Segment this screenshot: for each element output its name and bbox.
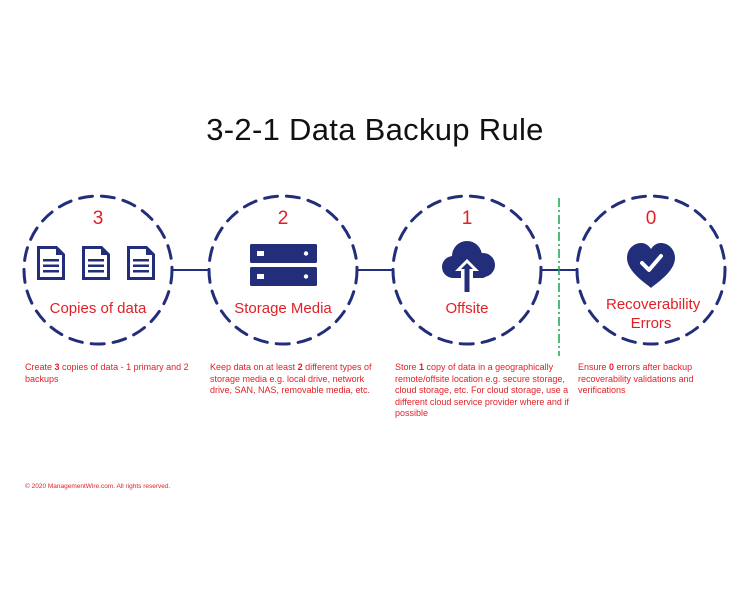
step-label-offsite: Offsite <box>445 300 489 317</box>
step-description-offsite: Store 1 copy of data in a geographically… <box>395 362 569 418</box>
page-title: 3-2-1 Data Backup Rule <box>206 112 544 147</box>
step-number-copies: 3 <box>92 208 104 229</box>
documents-icon <box>37 246 155 280</box>
step-label-errors: Recoverability Errors <box>606 296 701 332</box>
server-icon <box>250 244 317 286</box>
heart-check-icon <box>627 243 675 288</box>
step-label-copies: Copies of data <box>49 300 147 317</box>
step-label-media: Storage Media <box>234 300 332 317</box>
step-number-errors: 0 <box>645 208 657 229</box>
cloud-upload-icon <box>442 241 495 293</box>
step-number-offsite: 1 <box>461 208 473 229</box>
step-description-copies: Create 3 copies of data - 1 primary and … <box>25 362 189 384</box>
step-number-media: 2 <box>277 208 289 229</box>
step-description-errors: Ensure 0 errors after backup recoverabil… <box>578 362 694 395</box>
copyright-footer: © 2020 ManagementWire.com. All rights re… <box>25 483 171 490</box>
step-description-media: Keep data on at least 2 different types … <box>210 362 372 395</box>
